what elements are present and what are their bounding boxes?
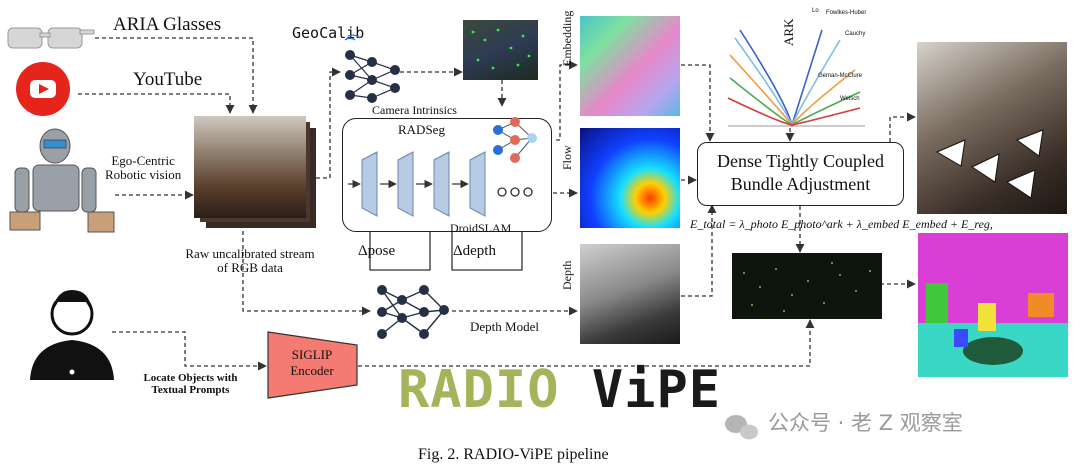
bundle-adjustment-box [697,142,904,206]
ark-curve-welsch [727,97,861,126]
figure-caption: Fig. 2. RADIO-ViPE pipeline [418,446,609,463]
depth-map [580,244,680,344]
bundle-line1: Dense Tightly Coupled [716,151,885,171]
ark-legend-3: Geman-McClure [818,73,863,79]
flow-map [580,128,680,228]
energy-equation: E_total = λ_photo E_photo^ark + λ_embed … [690,217,993,231]
depth-model-label: Depth Model [470,319,539,334]
radio-vipe-logo: RADIO ViPE [398,360,722,420]
camera-intrinsics-label: Camera Intrinsics [372,103,457,117]
aria-arrow [95,37,258,114]
watermark-text: 公众号 · 老 Z 观察室 [768,411,963,435]
camera-frustums [935,129,1044,199]
youtube-arrow [78,93,235,114]
depth-to-bundle-arrow [681,204,717,297]
ark-legend-4: Welsch [840,96,860,102]
prompt-line1: Locate Objects with [143,372,238,384]
ark-legend-0: Lo [812,8,819,14]
prompt-label: Locate Objects with Textual Prompts [138,372,243,396]
embedding-map [580,16,680,116]
intrinsics-points [471,28,531,70]
stream-label-line2: of RGB data [217,260,283,276]
siglip-line2: Encoder [290,363,334,379]
camera-trajectory-image [917,42,1067,214]
stream-label: Raw uncalibrated stream of RGB data [180,246,320,276]
robotic-label-line1: Ego-Centric [111,153,175,168]
point-cloud-points [743,262,871,312]
siglip-label: SIGLIP Encoder [270,347,354,380]
geocalib-label: GeoCalib [292,24,365,42]
pose-loop-arrow [369,218,435,271]
segmentation-shapes [918,283,1068,377]
point-cloud-image [732,253,882,319]
embedding-to-bundle-arrow [681,64,715,142]
prompt-line2: Textual Prompts [151,384,230,397]
stream-to-geocalib-arrow [316,67,341,179]
droidslam-label: DroidSLAM [450,221,512,235]
radseg-label: RADSeg [398,122,445,137]
intrinsics-image [463,20,538,80]
robotic-label: Ego-Centric Robotic vision [105,153,182,183]
delta-pose-label: Δpose [358,243,396,259]
logo-text: RADIO ViPE [398,360,722,420]
siglip-to-pointcloud-arrow [358,319,815,367]
stream-label-line1: Raw uncalibrated stream [185,246,315,261]
bundle-adjustment-label: Dense Tightly Coupled Bundle Adjustment [697,150,904,195]
ark-legend-2: Cauchy [845,31,866,37]
depth-loop-arrow [451,218,527,271]
ark-legend-1: Fowlkes-Huber [826,10,867,16]
delta-depth-label: Δdepth [453,243,496,259]
aria-label: ARIA Glasses [113,14,222,35]
radseg-to-embedding-arrow [556,60,578,141]
semantic-segmentation-image [918,233,1068,377]
siglip-line1: SIGLIP [291,347,333,362]
stream-to-depthmodel-arrow [242,231,371,316]
youtube-label: YouTube [133,69,203,90]
bundle-line2: Bundle Adjustment [730,173,871,194]
user-to-siglip-arrow [112,331,267,371]
robotic-label-line2: Robotic vision [105,167,182,183]
rgb-frame-front [194,116,306,218]
